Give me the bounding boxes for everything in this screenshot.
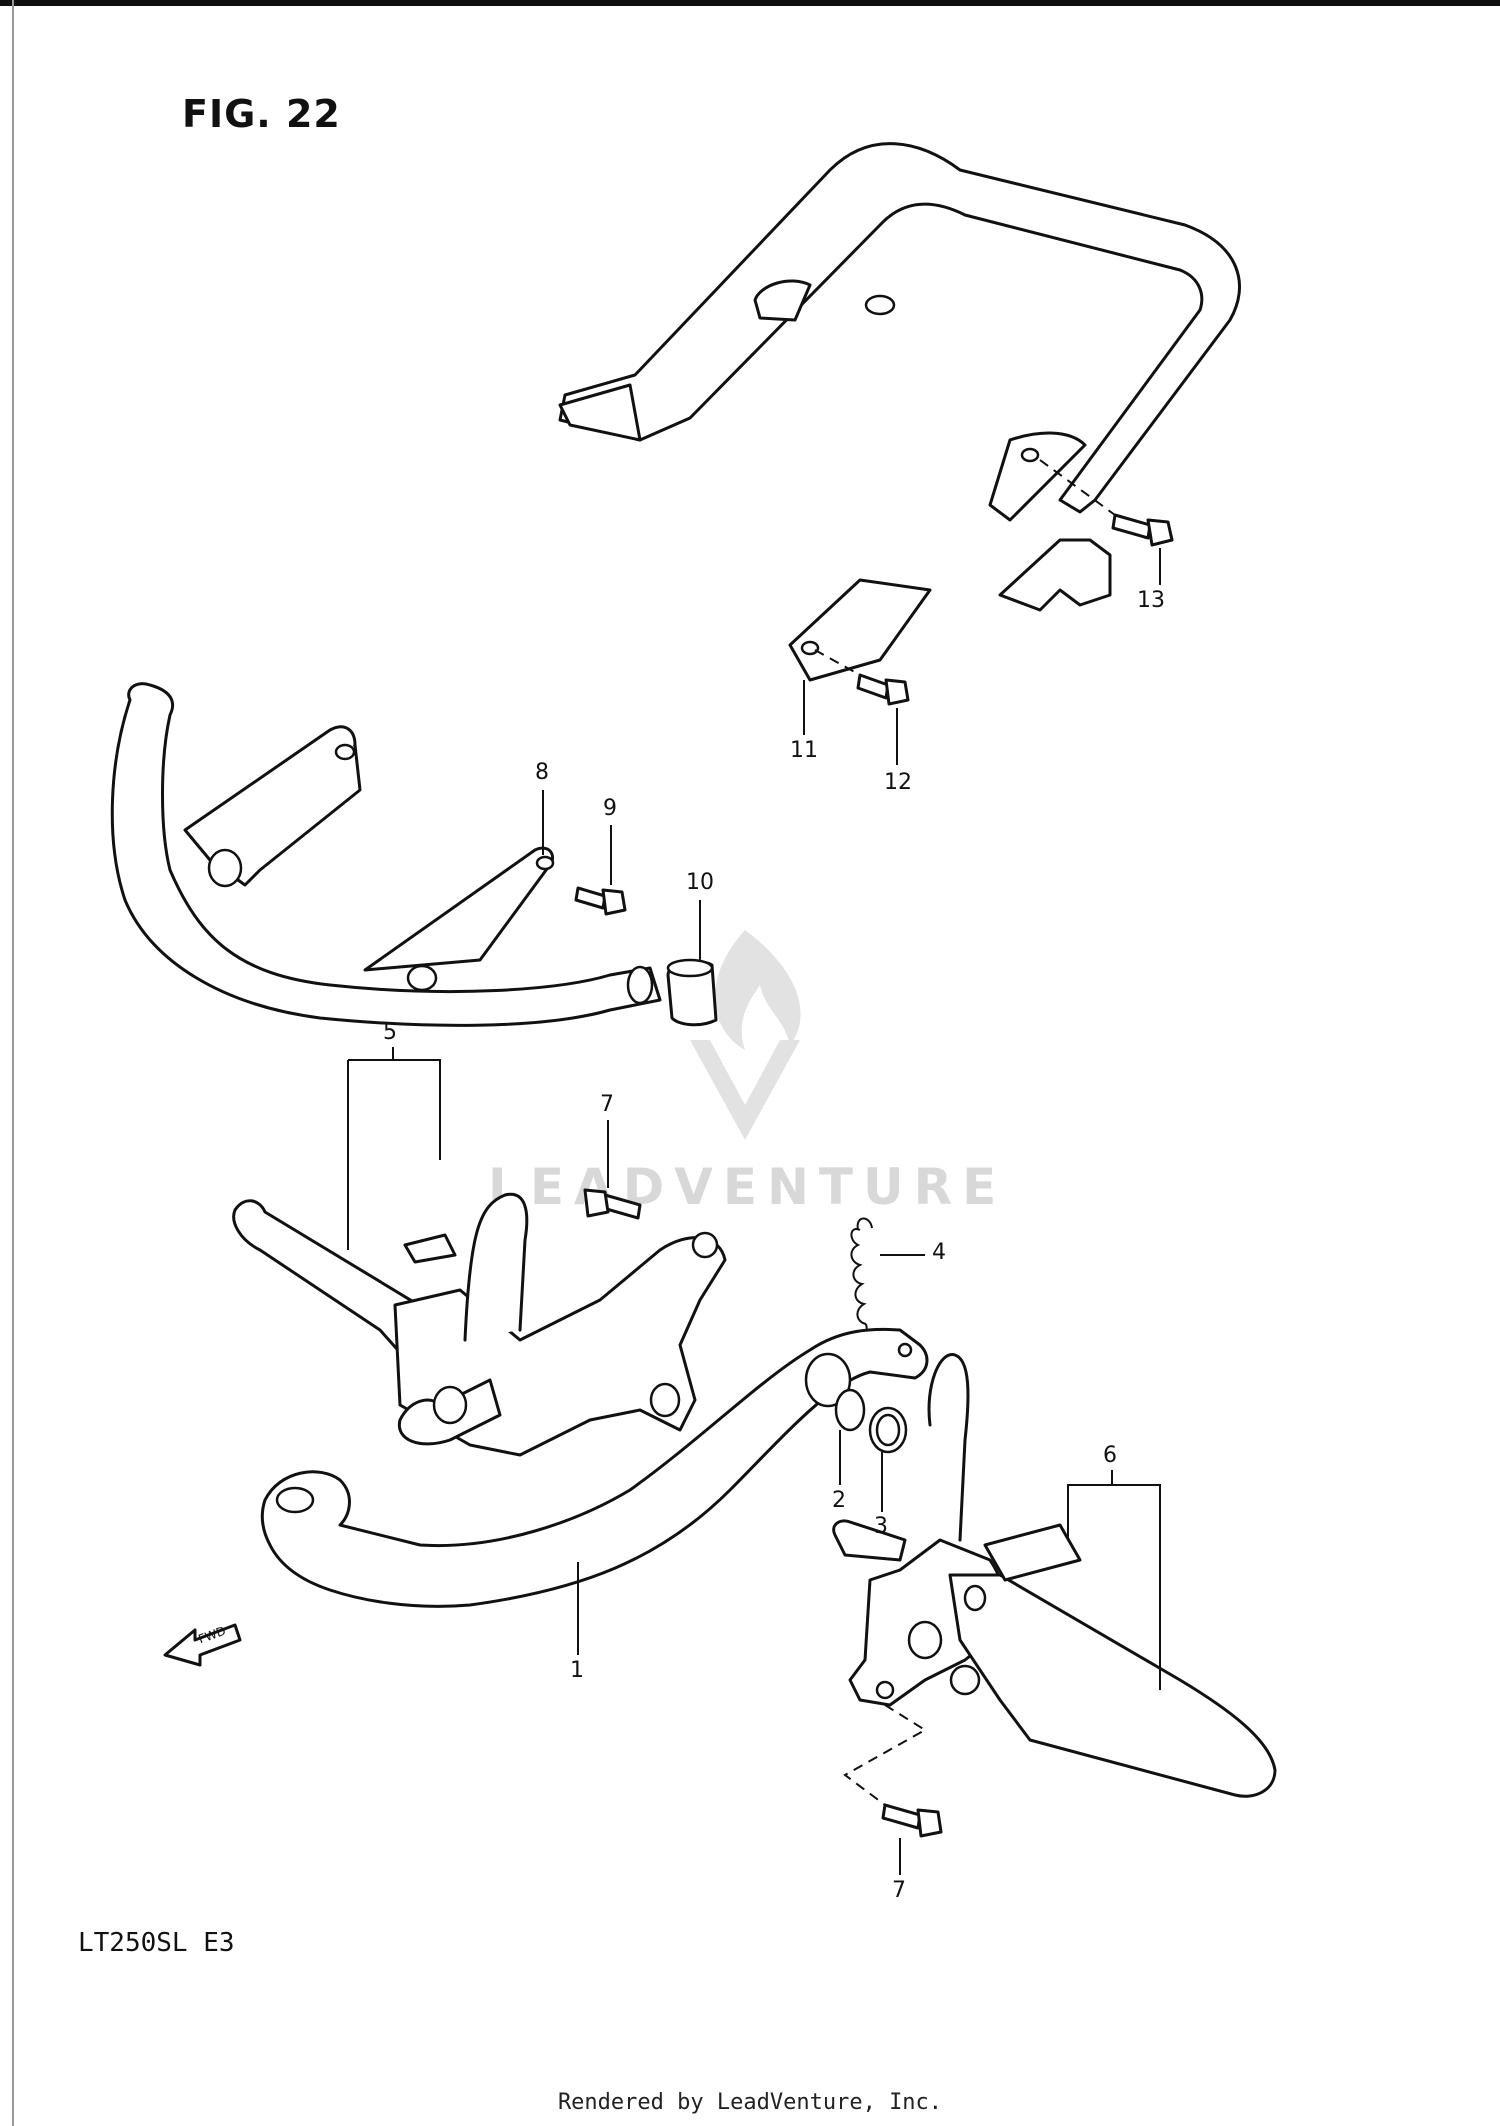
callout-3: 3: [874, 1514, 888, 1539]
left-footrest: [232, 1047, 727, 1457]
callout-6: 6: [1103, 1443, 1117, 1468]
bolt-12: [803, 649, 910, 765]
right-footrest: [832, 1353, 1277, 1798]
callout-7-lower: 7: [892, 1878, 906, 1903]
bolt-7-lower: [843, 1704, 943, 1875]
watermark-logo: [690, 930, 801, 1140]
bolt-9: [574, 825, 627, 916]
cap-10: [666, 900, 718, 1027]
washer-2: [834, 1388, 866, 1485]
callout-7-upper: 7: [600, 1092, 614, 1117]
spring-4: [850, 1217, 925, 1342]
callout-8: 8: [535, 760, 549, 785]
left-border: [12, 0, 14, 2126]
callout-10: 10: [686, 870, 714, 895]
callout-11: 11: [790, 738, 818, 763]
top-border: [0, 0, 1500, 6]
fwd-arrow-icon: [163, 1623, 242, 1667]
callout-4: 4: [932, 1240, 946, 1265]
callout-12: 12: [884, 770, 912, 795]
callout-2: 2: [832, 1488, 846, 1513]
figure-title: FIG. 22: [182, 92, 341, 136]
callout-9: 9: [603, 796, 617, 821]
footer-credit: Rendered by LeadVenture, Inc.: [557, 2090, 943, 2115]
bolt-13: [1039, 459, 1174, 585]
callout-5: 5: [383, 1020, 397, 1045]
rear-grab-bar: [558, 142, 1241, 682]
model-code: LT250SL E3: [78, 1928, 235, 1958]
washer-3: [868, 1406, 908, 1512]
brake-pedal: [260, 1327, 929, 1655]
bolt-7-upper: [583, 1120, 642, 1220]
callout-13: 13: [1137, 588, 1165, 613]
front-bumper: [110, 682, 662, 1027]
callout-1: 1: [570, 1658, 584, 1683]
watermark-text: LEADVENTURE: [488, 1158, 1007, 1216]
